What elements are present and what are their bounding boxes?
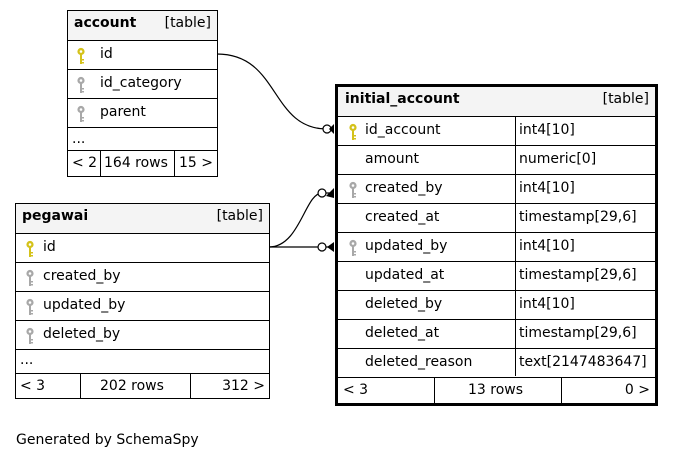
table-initial-account[interactable]: initial_account [table] id_account int4[… [335,84,658,406]
column-name: id_account [365,122,441,138]
column-name: deleted_by [365,296,443,312]
column-row[interactable]: updated_by int4[10] [338,232,655,261]
column-name: deleted_reason [365,354,473,370]
table-kind: [table] [602,91,649,107]
foreign-key-icon [76,105,86,123]
foreign-key-icon [348,181,358,199]
column-name: created_at [365,209,440,225]
children-link[interactable]: 0 > [624,382,650,398]
children-link[interactable]: 15 > [179,155,213,171]
column-row[interactable]: created_at timestamp[29,6] [338,203,655,232]
table-footer: < 3 202 rows 312 > [16,373,269,399]
edge-zero-marker [317,242,327,252]
column-row[interactable]: id [16,233,269,262]
column-name: created_by [365,180,443,196]
generated-by-label: Generated by SchemaSpy [16,432,199,448]
ellipsis: ... [20,352,34,368]
edge-zero-marker [317,188,327,198]
foreign-key-icon [25,269,35,287]
column-row[interactable]: updated_at timestamp[29,6] [338,261,655,290]
column-row[interactable]: id_account int4[10] [338,116,655,145]
column-row[interactable]: amount numeric[0] [338,145,655,174]
table-footer: < 2 164 rows 15 > [68,150,217,177]
footer-divider [100,151,101,177]
column-row[interactable]: deleted_by [16,320,269,349]
column-name: id [100,46,113,62]
footer-divider [80,374,81,399]
table-header[interactable]: account [table] [68,11,217,40]
column-row[interactable]: id [68,40,217,69]
parents-link[interactable]: < 3 [343,382,369,398]
column-type: text[2147483647] [519,354,647,370]
children-link[interactable]: 312 > [222,378,265,394]
column-row[interactable]: deleted_by int4[10] [338,290,655,319]
edge-many-marker [329,124,334,134]
foreign-key-icon [76,76,86,94]
table-header[interactable]: initial_account [table] [338,87,655,116]
table-footer: < 3 13 rows 0 > [338,377,655,403]
parents-link[interactable]: < 2 [72,155,98,171]
table-kind: [table] [216,208,263,224]
column-name: updated_at [365,267,445,283]
column-name: updated_by [43,297,126,313]
column-row[interactable]: updated_by [16,291,269,320]
ellipsis: ... [72,131,86,147]
column-row[interactable]: parent [68,98,217,127]
row-count: 202 rows [100,378,164,394]
column-type: timestamp[29,6] [519,267,637,283]
column-name: deleted_by [43,326,121,342]
footer-divider [561,378,562,403]
column-name: parent [100,104,146,120]
foreign-key-icon [348,239,358,257]
column-name: id [43,239,56,255]
column-type: numeric[0] [519,151,597,167]
edge-account-initial-account [216,53,334,130]
table-name[interactable]: account [74,15,137,31]
table-header[interactable]: pegawai [table] [16,204,269,233]
edge-zero-marker [322,124,332,134]
column-name: updated_by [365,238,448,254]
column-row[interactable]: deleted_at timestamp[29,6] [338,319,655,348]
column-type: int4[10] [519,180,575,196]
column-type: int4[10] [519,122,575,138]
column-name: created_by [43,268,121,284]
table-pegawai[interactable]: pegawai [table] id created_by updated_by… [15,203,270,399]
foreign-key-icon [25,298,35,316]
column-name: id_category [100,75,182,91]
row-count: 13 rows [468,382,524,398]
column-type: int4[10] [519,296,575,312]
primary-key-icon [25,240,35,258]
column-name: deleted_at [365,325,440,341]
column-row[interactable]: id_category [68,69,217,98]
column-name: amount [365,151,420,167]
table-name[interactable]: initial_account [345,91,460,107]
column-type: timestamp[29,6] [519,325,637,341]
parents-link[interactable]: < 3 [20,378,46,394]
table-account[interactable]: account [table] id id_category parent ..… [67,10,218,177]
edge-pegawai-created-by [268,192,334,248]
footer-divider [174,151,175,177]
more-columns-row[interactable]: ... [68,127,217,156]
more-columns-row[interactable]: ... [16,349,269,373]
foreign-key-icon [25,327,35,345]
table-name[interactable]: pegawai [22,208,89,224]
edge-many-marker [326,188,334,198]
column-divider [515,116,516,376]
edge-many-marker [327,242,334,252]
column-type: int4[10] [519,238,575,254]
table-kind: [table] [164,15,211,31]
column-row[interactable]: created_by int4[10] [338,174,655,203]
primary-key-icon [348,123,358,141]
column-row[interactable]: deleted_reason text[2147483647] [338,348,655,377]
primary-key-icon [76,47,86,65]
footer-divider [434,378,435,403]
footer-divider [190,374,191,399]
column-type: timestamp[29,6] [519,209,637,225]
row-count: 164 rows [104,155,168,171]
column-row[interactable]: created_by [16,262,269,291]
